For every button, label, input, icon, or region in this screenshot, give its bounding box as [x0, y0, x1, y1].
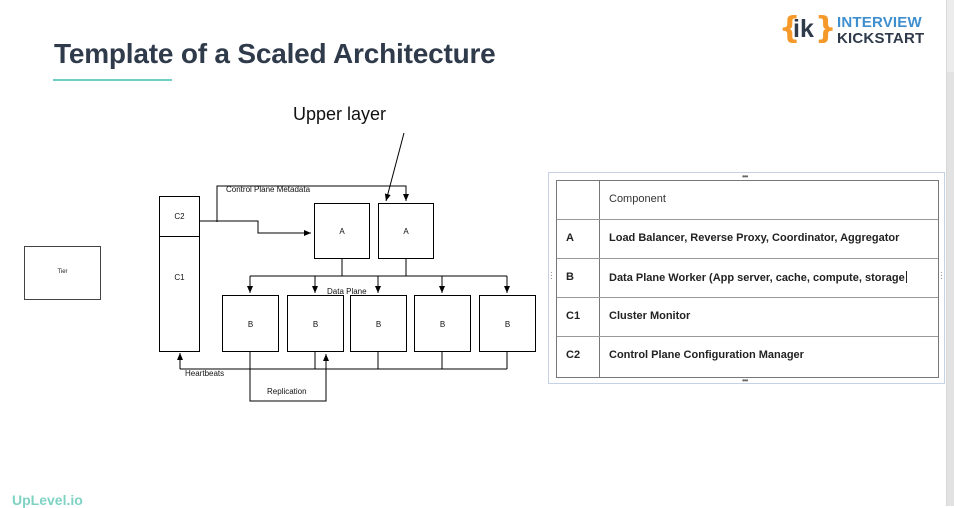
a-label: A [339, 227, 345, 236]
c2-box: C2 [159, 196, 200, 237]
window-right-edge [946, 0, 954, 506]
b-box: B [287, 295, 344, 352]
control-plane-label: Control Plane Metadata [226, 185, 311, 194]
logo-word-interview: INTERVIEW [837, 14, 922, 31]
a-label: A [403, 227, 409, 236]
row-value-wrap: Data Plane Worker (App server, cache, co… [609, 271, 907, 284]
data-plane-label: Data Plane [327, 287, 367, 296]
scroll-track[interactable] [947, 72, 954, 506]
component-table-frame[interactable]: ••• ••• ··· ··· Component A Load Balance… [548, 172, 945, 385]
b-label: B [247, 320, 254, 329]
heartbeats-label: Heartbeats [185, 369, 225, 378]
row-key: B [566, 271, 574, 283]
table-column-divider [599, 181, 600, 377]
a-box: A [378, 203, 434, 259]
replication-label: Replication [267, 387, 307, 396]
c1-box: C1 [159, 236, 200, 352]
c2-to-a-arrow [199, 220, 311, 236]
a-box: A [314, 203, 370, 259]
b-label: B [312, 320, 319, 329]
row-value[interactable]: Data Plane Worker (App server, cache, co… [609, 272, 905, 284]
row-value: Cluster Monitor [609, 310, 691, 322]
logo-brace-right: } [815, 11, 837, 46]
row-key: C1 [566, 310, 581, 322]
resize-handle-right[interactable]: ··· [940, 268, 943, 283]
component-table: Component A Load Balancer, Reverse Proxy… [556, 180, 939, 378]
b-label: B [439, 320, 446, 329]
b-label: B [375, 320, 382, 329]
logo-ik: ik [793, 15, 814, 43]
tier-label: Tier [57, 269, 68, 275]
text-cursor [905, 271, 907, 283]
table-header-row: Component [557, 181, 938, 220]
table-row[interactable]: C2 Control Plane Configuration Manager [557, 337, 938, 376]
title-underline [53, 79, 172, 81]
slide-title: Template of a Scaled Architecture [54, 38, 496, 69]
b-box: B [479, 295, 536, 352]
table-row[interactable]: C1 Cluster Monitor [557, 298, 938, 337]
b-label: B [504, 320, 511, 329]
replication-arrow [249, 354, 329, 402]
row-value: Load Balancer, Reverse Proxy, Coordinato… [609, 232, 900, 244]
b-box: B [414, 295, 471, 352]
tier-box: Tier [24, 246, 101, 300]
row-key: A [566, 232, 574, 244]
logo-brace-left: { [779, 11, 801, 46]
table-header-component: Component [609, 193, 666, 205]
resize-handle-bottom[interactable]: ••• [742, 376, 748, 385]
b-box: B [350, 295, 407, 352]
row-key: C2 [566, 349, 581, 361]
c2-label: C2 [174, 212, 185, 221]
table-row[interactable]: A Load Balancer, Reverse Proxy, Coordina… [557, 220, 938, 259]
c1-label: C1 [174, 273, 185, 282]
interview-kickstart-logo: { ik } INTERVIEW KICKSTART [779, 12, 931, 50]
resize-handle-top[interactable]: ••• [742, 172, 748, 181]
logo-word-kickstart: KICKSTART [837, 30, 925, 47]
upper-layer-label: Upper layer [293, 104, 387, 124]
table-row[interactable]: B Data Plane Worker (App server, cache, … [557, 259, 938, 298]
row-value: Control Plane Configuration Manager [609, 349, 804, 361]
upper-layer-arrow [384, 132, 405, 202]
footer-brand: UpLevel.io [12, 492, 83, 508]
resize-handle-left[interactable]: ··· [550, 268, 553, 283]
b-box: B [222, 295, 279, 352]
